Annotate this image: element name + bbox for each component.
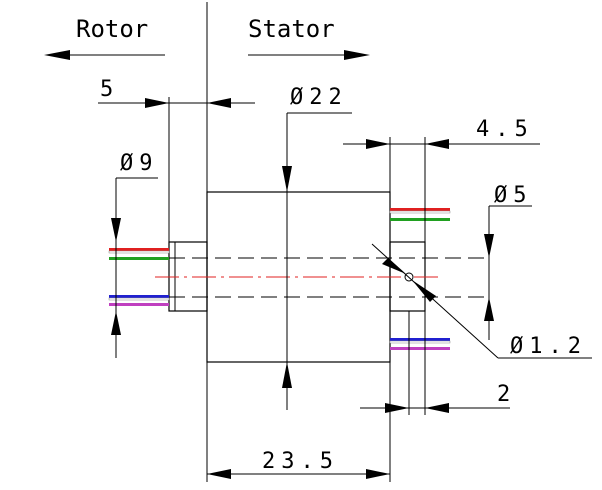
- dim-right-length-text: 4.5: [476, 117, 534, 142]
- dim-right-length: 4.5: [343, 117, 540, 242]
- dim-wire-diameter-text: Ø1.2: [510, 334, 587, 359]
- dim-wire-diameter: Ø1.2: [371, 243, 592, 359]
- rotor-wires-top: [108, 248, 170, 260]
- dim-stator-shaft: Ø5: [484, 183, 533, 340]
- dim-total-length-text: 23.5: [262, 449, 339, 474]
- dim-stator-shaft-text: Ø5: [494, 183, 533, 208]
- dim-flange: 2: [360, 311, 516, 415]
- rotor-direction-arrow: [44, 50, 165, 60]
- dim-rotor-diameter: Ø9: [111, 151, 159, 358]
- stator-wires-upper: [389, 208, 451, 221]
- stator-direction-arrow: [248, 50, 370, 60]
- stator-label: Stator: [248, 15, 335, 43]
- dim-left-offset-text: 5: [100, 77, 119, 102]
- dim-left-offset: 5: [98, 77, 255, 242]
- dim-flange-text: 2: [497, 382, 516, 407]
- rotor-wires-bottom: [108, 295, 170, 306]
- dim-rotor-diameter-text: Ø9: [120, 151, 159, 176]
- stator-wires-lower: [389, 338, 451, 350]
- dim-body-diameter-text: Ø22: [290, 85, 348, 110]
- dim-total-length: 23.5: [206, 362, 391, 482]
- dim-body-diameter: Ø22: [282, 85, 352, 410]
- rotor-label: Rotor: [76, 15, 148, 43]
